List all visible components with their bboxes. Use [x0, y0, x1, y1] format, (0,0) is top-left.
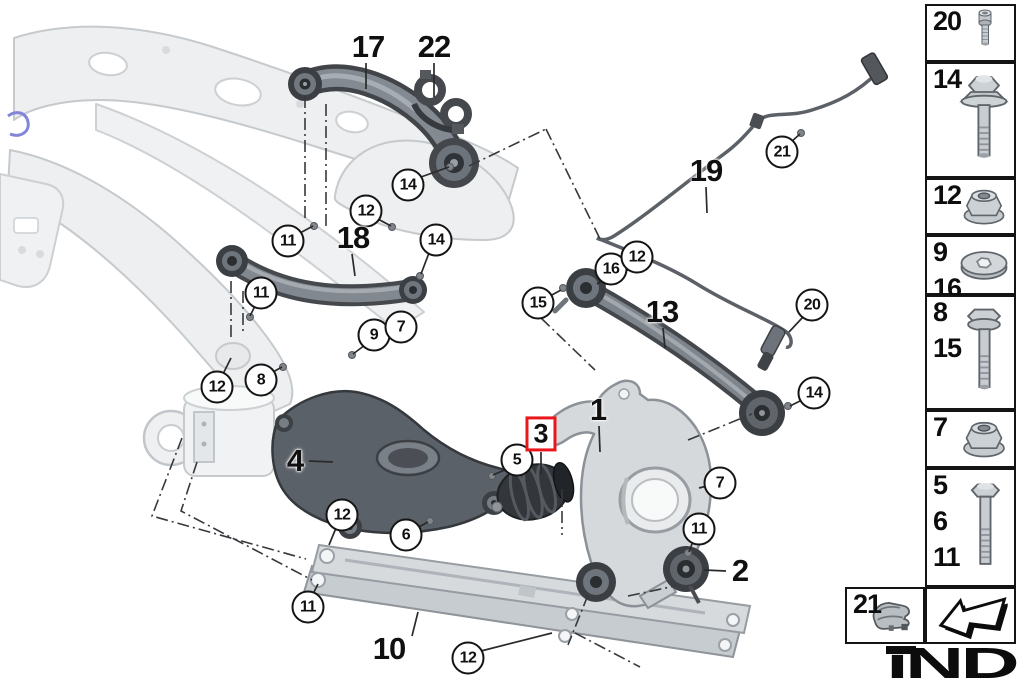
- legend-labels: 5 6 11: [933, 470, 961, 572]
- legend-box-14: 14: [925, 62, 1016, 178]
- callout-14: 14: [419, 223, 453, 257]
- callout-19: 19: [689, 153, 723, 188]
- callout-3: 3: [525, 416, 557, 452]
- callout-10: 10: [372, 631, 406, 666]
- callout-20: 20: [795, 288, 829, 322]
- brand-logo: ıND: [884, 639, 1022, 683]
- legend-labels: 14: [933, 64, 962, 94]
- logo-text: ıND: [886, 644, 1016, 682]
- callout-12: 12: [325, 498, 359, 532]
- callout-12: 12: [451, 641, 485, 675]
- callout-14: 14: [797, 376, 831, 410]
- legend-labels: 21: [853, 589, 882, 619]
- callout-21: 21: [765, 135, 799, 169]
- callout-2: 2: [731, 553, 749, 588]
- legend-label-15: 15: [933, 333, 962, 363]
- legend-label-5: 5: [933, 470, 948, 500]
- legend-label-20: 20: [933, 6, 962, 36]
- legend-label-8: 8: [933, 297, 948, 327]
- callout-7: 7: [703, 466, 737, 500]
- legend-labels: 12: [933, 180, 962, 210]
- legend-box-5: 5 6 11: [925, 468, 1016, 587]
- legend-label-9: 9: [933, 237, 948, 267]
- legend-labels: 7: [933, 412, 948, 442]
- callout-14: 14: [391, 168, 425, 202]
- callout-17: 17: [351, 29, 385, 64]
- legend-labels: 20: [933, 6, 962, 36]
- callout-8: 8: [244, 363, 278, 397]
- callout-11: 11: [271, 224, 305, 258]
- callout-6: 6: [389, 518, 423, 552]
- logo-i-bar: [886, 646, 916, 654]
- callout-11: 11: [682, 512, 716, 546]
- callout-7: 7: [384, 310, 418, 344]
- callout-4: 4: [286, 443, 304, 478]
- legend-box-7: 7: [925, 410, 1016, 468]
- legend-box-21: 21: [845, 587, 925, 644]
- legend-box-next-arrow: [925, 587, 1016, 644]
- callout-1: 1: [589, 392, 607, 427]
- legend-box-12: 12: [925, 178, 1016, 235]
- callout-13: 13: [645, 294, 679, 329]
- legend-label-12: 12: [933, 180, 962, 210]
- legend-label-6: 6: [933, 506, 948, 536]
- legend-label-21: 21: [853, 589, 882, 619]
- legend-label-7: 7: [933, 412, 948, 442]
- legend-box-20: 20: [925, 4, 1016, 62]
- legend-label-11: 11: [933, 542, 961, 572]
- callout-12: 12: [620, 240, 654, 274]
- callout-11: 11: [291, 590, 325, 624]
- callout-22: 22: [417, 29, 451, 64]
- legend-label-14: 14: [933, 64, 962, 94]
- callout-11: 11: [244, 276, 278, 310]
- callout-15: 15: [521, 286, 555, 320]
- callout-12: 12: [200, 370, 234, 404]
- callout-18: 18: [336, 220, 370, 255]
